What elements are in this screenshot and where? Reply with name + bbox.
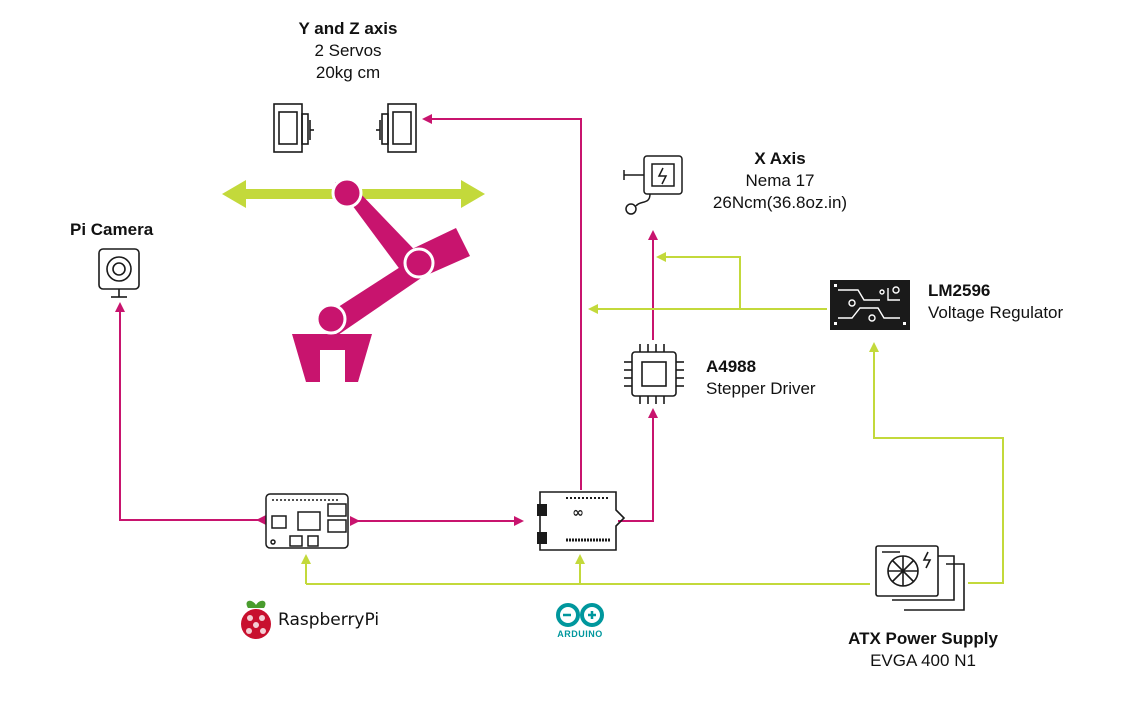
camera-label: Pi Camera — [70, 219, 153, 241]
arduino-logo-icon — [556, 603, 604, 627]
psu-label: ATX Power Supply EVGA 400 N1 — [818, 628, 1028, 672]
microchip-icon — [624, 344, 684, 404]
regulator-desc: Voltage Regulator — [928, 303, 1064, 322]
raspberry-pi-brand: RaspberryPi — [278, 610, 379, 630]
arduino-brand-text: ARDUINO — [557, 629, 603, 639]
servo-torque: 20kg cm — [315, 63, 381, 82]
servo-label: Y and Z axis 2 Servos 20kg cm — [268, 18, 428, 84]
signal-wires — [115, 114, 658, 526]
stepper-title: X Axis — [754, 149, 806, 168]
servo-title: Y and Z axis — [298, 19, 398, 38]
stepper-torque: 26Ncm(36.8oz.in) — [712, 193, 848, 212]
driver-desc: Stepper Driver — [706, 379, 816, 398]
stepper-motor-icon — [623, 155, 683, 215]
psu-model: EVGA 400 N1 — [870, 651, 976, 670]
raspberry-pi-brand-text: RaspberryPi — [278, 610, 380, 630]
robot-arm-icon — [222, 177, 485, 382]
stepper-model: Nema 17 — [745, 171, 815, 190]
wire-rpi-camera — [115, 302, 266, 525]
driver-label: A4988 Stepper Driver — [706, 356, 816, 400]
arduino-board-icon: ∞ — [537, 491, 626, 551]
psu-title: ATX Power Supply — [848, 629, 998, 648]
raspberry-logo-icon — [241, 600, 271, 639]
camera-title: Pi Camera — [70, 220, 154, 239]
svg-text:∞: ∞ — [572, 505, 584, 521]
wire-arduino-servos — [422, 114, 582, 490]
wire-psu-regulator — [869, 342, 1004, 584]
regulator-label: LM2596 Voltage Regulator — [928, 280, 1063, 324]
servo-count: 2 Servos — [314, 41, 382, 60]
servo-left-icon — [273, 103, 314, 153]
raspberry-pi-board-icon — [265, 493, 349, 549]
driver-title: A4988 — [706, 357, 757, 376]
camera-icon — [98, 248, 140, 298]
circuit-board-icon — [830, 280, 910, 330]
wire-arduino-driver — [618, 408, 658, 522]
regulator-title: LM2596 — [928, 281, 991, 300]
wire-regulator-stepper — [656, 252, 741, 309]
arduino-brand: ARDUINO — [550, 629, 610, 639]
power-supply-icon — [875, 545, 965, 611]
servo-right-icon — [376, 103, 417, 153]
stepper-label: X Axis Nema 17 26Ncm(36.8oz.in) — [690, 148, 870, 214]
power-wires — [301, 252, 1004, 585]
